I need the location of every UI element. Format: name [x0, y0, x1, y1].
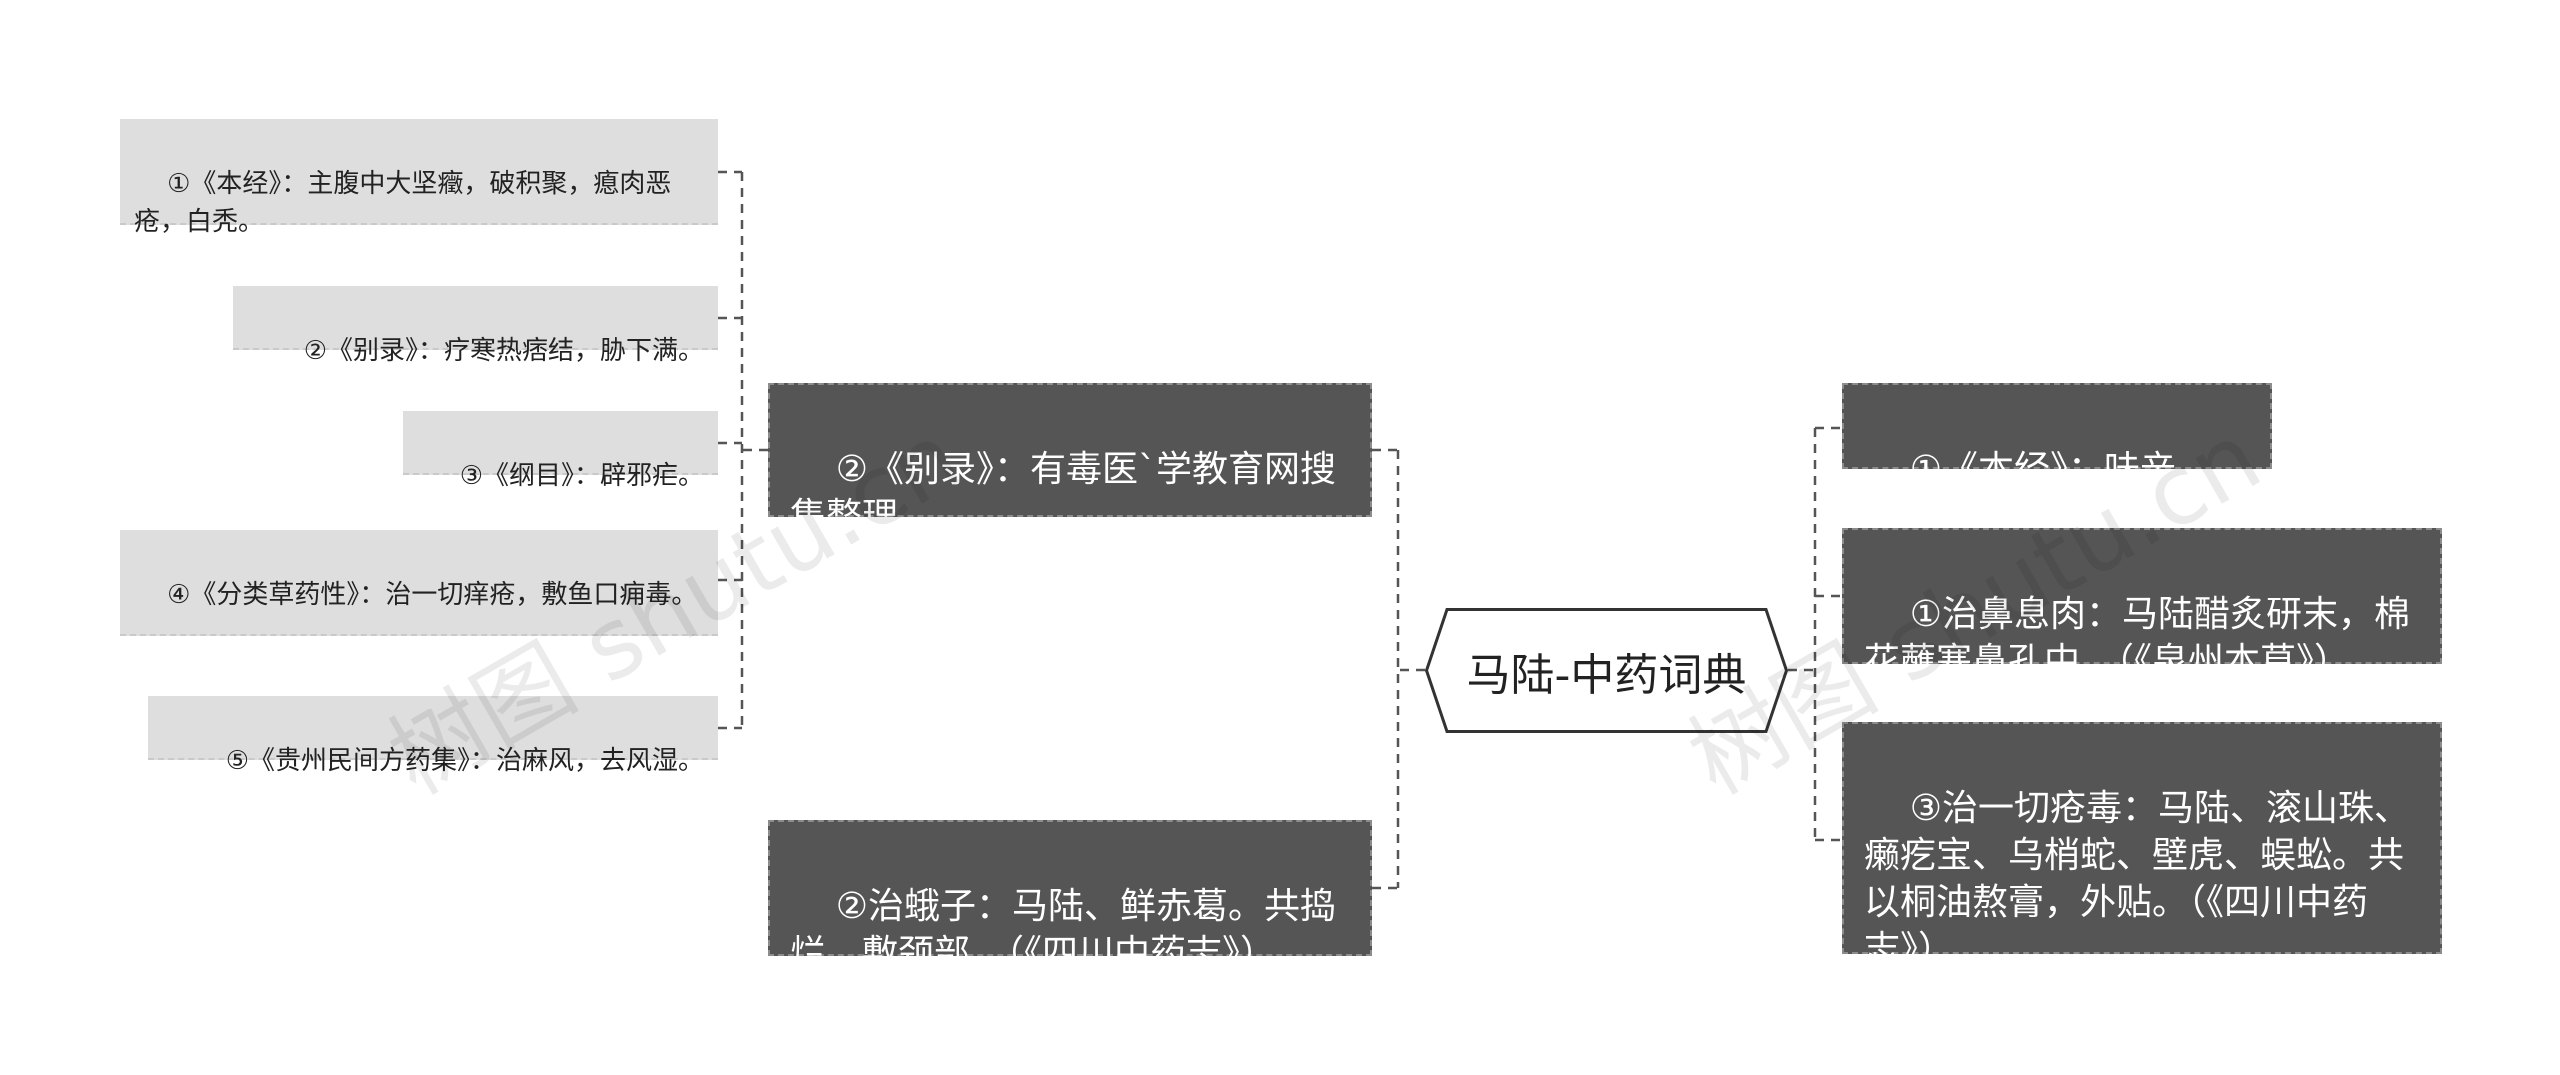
leaf-4[interactable]: ④《分类草药性》：治一切痒疮，敷鱼口痈毒。: [120, 530, 718, 636]
leaf-1-text: ①《本经》：主腹中大坚癥，破积聚，瘜肉恶疮，白秃。: [134, 169, 672, 237]
leaf-2[interactable]: ②《别录》：疗寒热痞结，胁下满。: [233, 286, 718, 366]
root-title: 马陆-中药词典: [1466, 649, 1747, 701]
root-hexagon-shape: [1425, 608, 1788, 733]
right-branch-1[interactable]: ①《本经》：味辛，温。: [1842, 383, 2272, 537]
left-branch-2-text: ②治蛾子：马陆、鲜赤葛。共捣烂，敷颈部。（《四川中药志》）: [790, 886, 1337, 974]
leaf-3-text: ③《纲目》：辟邪疟。: [459, 461, 704, 491]
right-branch-2-text: ①治鼻息肉：马陆醋炙研末，棉花蘸塞鼻孔中。（《泉州本草》）: [1864, 594, 2411, 682]
leaf-5-text: ⑤《贵州民间方药集》：治麻风，去风湿。: [225, 746, 704, 776]
right-branch-2[interactable]: ①治鼻息肉：马陆醋炙研末，棉花蘸塞鼻孔中。（《泉州本草》）: [1842, 528, 2442, 682]
left-branch-2[interactable]: ②治蛾子：马陆、鲜赤葛。共捣烂，敷颈部。（《四川中药志》）: [768, 820, 1372, 974]
leaf-3[interactable]: ③《纲目》：辟邪疟。: [403, 411, 718, 491]
root-node[interactable]: 马陆-中药词典: [1425, 608, 1788, 733]
left-branch-1[interactable]: ②《别录》：有毒医`学教育网搜集整理。: [768, 383, 1372, 537]
right-branch-3-text: ③治一切疮毒：马陆、滚山珠、癞疙宝、乌梢蛇、壁虎、蜈蚣。共以桐油熬膏，外贴。（《…: [1864, 788, 2411, 970]
left-branch-1-text: ②《别录》：有毒医`学教育网搜集整理。: [790, 449, 1337, 537]
right-branch-3[interactable]: ③治一切疮毒：马陆、滚山珠、癞疙宝、乌梢蛇、壁虎、蜈蚣。共以桐油熬膏，外贴。（《…: [1842, 722, 2442, 970]
leaf-4-text: ④《分类草药性》：治一切痒疮，敷鱼口痈毒。: [167, 580, 698, 610]
leaf-2-text: ②《别录》：疗寒热痞结，胁下满。: [303, 336, 704, 366]
leaf-5[interactable]: ⑤《贵州民间方药集》：治麻风，去风湿。: [148, 696, 718, 776]
leaf-1[interactable]: ①《本经》：主腹中大坚癥，破积聚，瘜肉恶疮，白秃。: [120, 119, 718, 237]
